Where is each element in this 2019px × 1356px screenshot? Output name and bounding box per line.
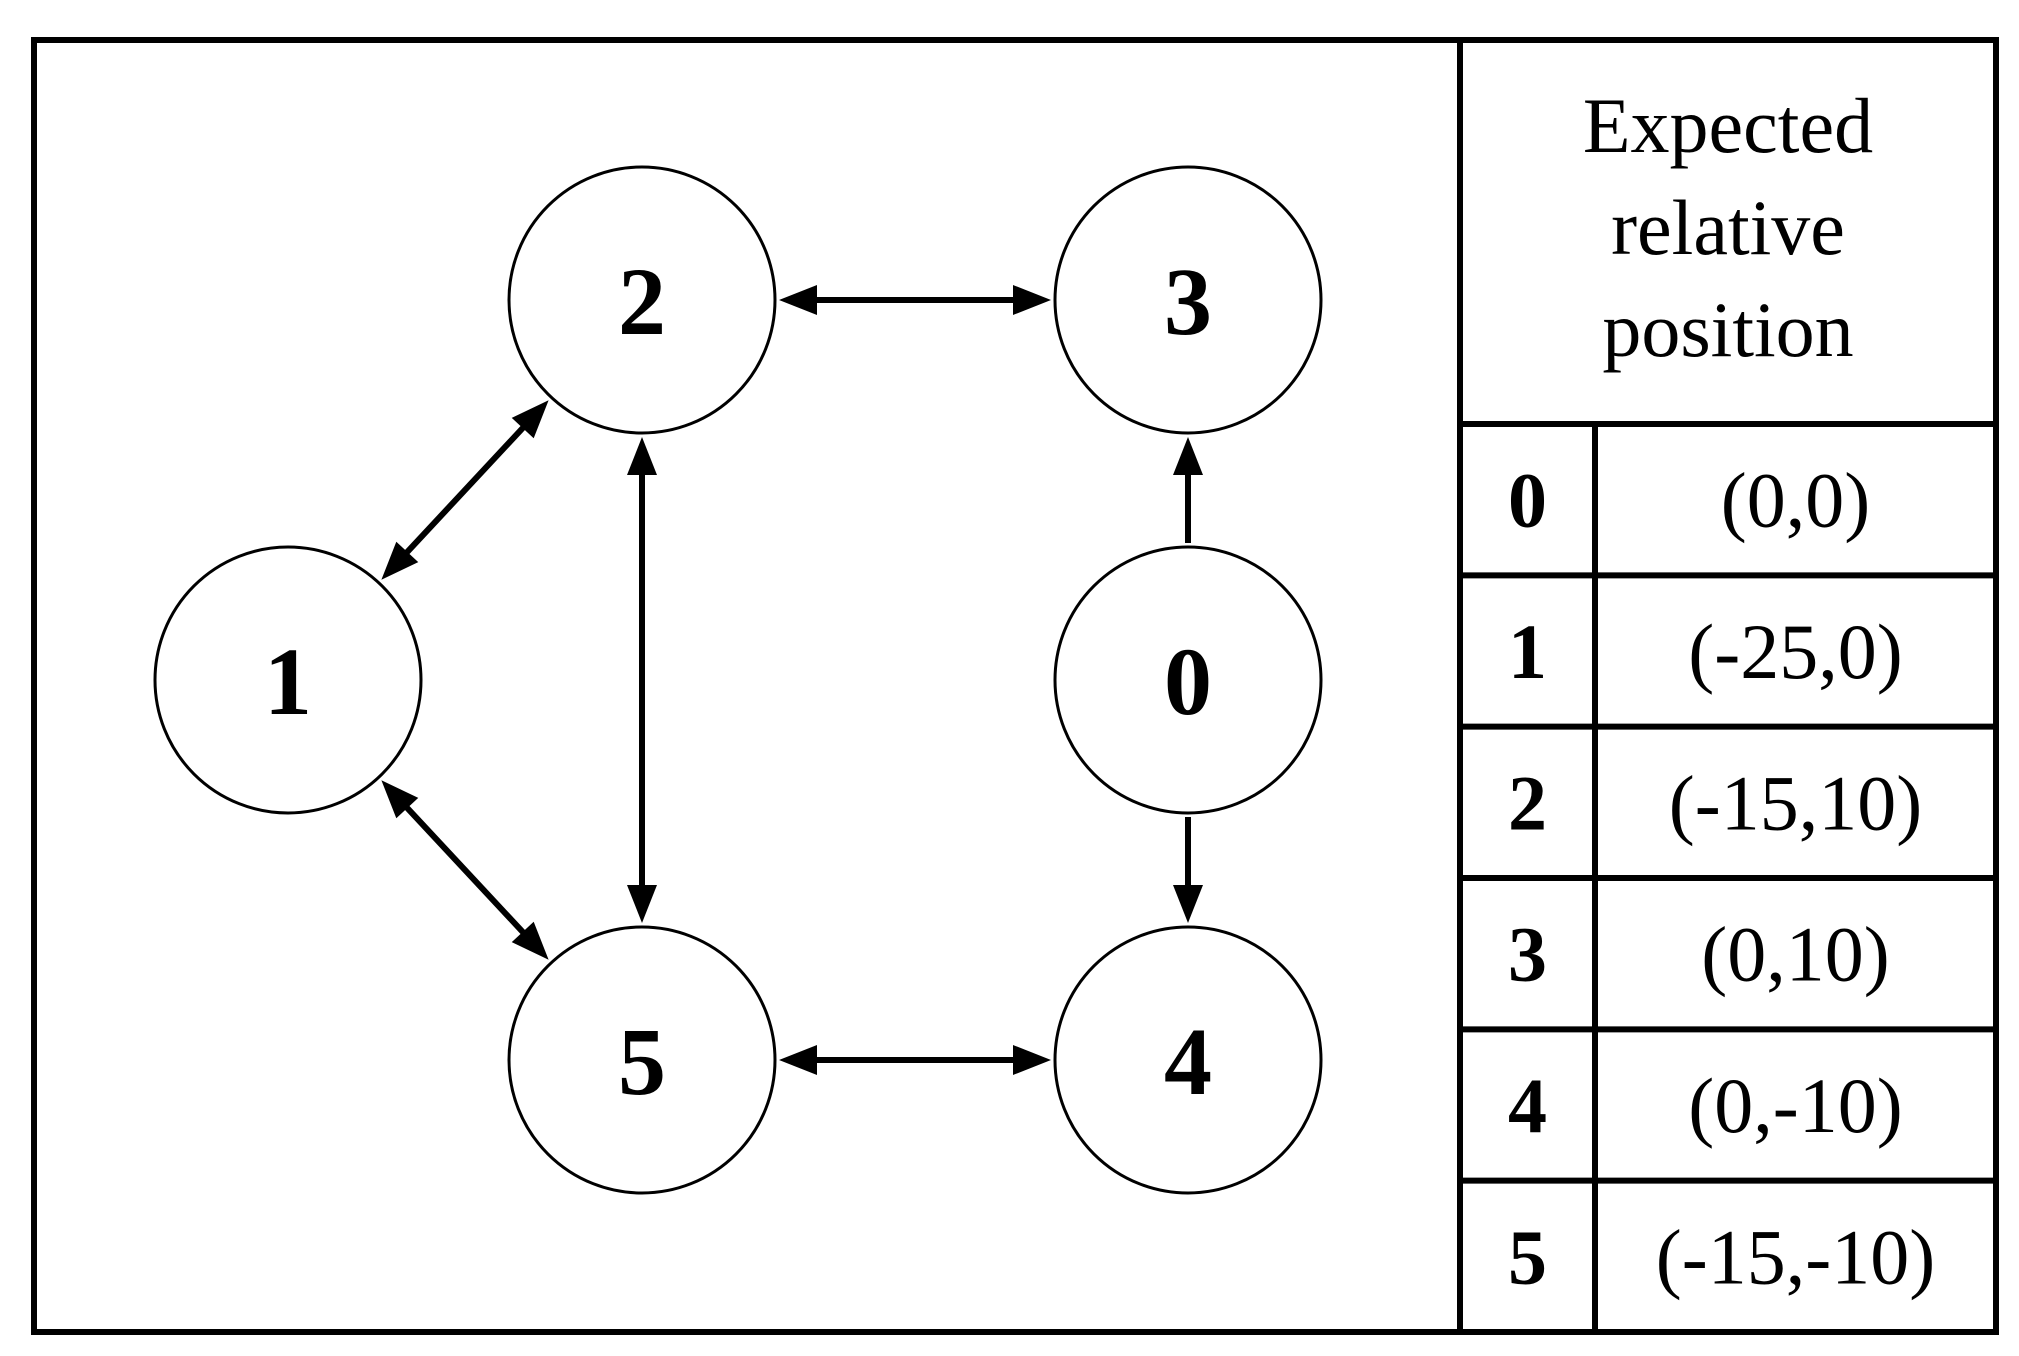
position-table: Expected relative position 0 (0,0) 1 (-25,0) 2 (… [1460,82,1996,1332]
edge-0-4 [1173,817,1203,923]
arrowhead-to-2 [511,400,549,439]
table-position-value: (-25,0) [1688,608,1902,695]
table-row: 3 (0,10) [1460,875,1996,998]
node-circle [1053,925,1323,1195]
table-position-value: (0,-10) [1688,1062,1902,1149]
table-header-line: Expected [1583,82,1873,169]
arrowhead-to-4 [1173,885,1203,923]
table-row: 5 (-15,-10) [1460,1177,1996,1300]
edge-line [399,800,531,940]
table-row: 4 (0,-10) [1460,1026,1996,1149]
node-circle [153,545,423,815]
node-label: 5 [618,1008,666,1115]
arrowhead-to-5 [779,1045,817,1075]
node-circle [1053,545,1323,815]
arrowhead-to-5 [627,885,657,923]
table-node-id: 2 [1508,759,1547,846]
arrowhead-to-2 [627,437,657,475]
node-circle [1053,165,1323,435]
table-position-value: (0,0) [1721,457,1870,544]
arrowhead-to-5 [511,921,549,960]
node-label: 1 [264,628,312,735]
table-node-id: 5 [1508,1213,1547,1300]
edges-layer [381,285,1203,1075]
table-position-value: (-15,-10) [1656,1213,1935,1300]
edge-line [399,420,531,560]
arrowhead-to-1 [381,780,419,819]
node-5: 5 [507,925,777,1195]
table-row: 0 (0,0) [1508,457,1870,544]
node-3: 3 [1053,165,1323,435]
table-node-id: 4 [1508,1062,1547,1149]
edge-2-3 [779,285,1051,315]
node-1: 1 [153,545,423,815]
node-4: 4 [1053,925,1323,1195]
edge-1-2 [381,400,549,580]
edge-2-5 [627,437,657,923]
node-circle [507,165,777,435]
table-row: 2 (-15,10) [1460,723,1996,846]
arrowhead-to-4 [1013,1045,1051,1075]
edge-5-4 [779,1045,1051,1075]
table-header-line: relative [1611,184,1845,271]
node-label: 2 [618,248,666,355]
arrowhead-to-2 [779,285,817,315]
table-node-id: 0 [1508,457,1547,544]
node-label: 3 [1164,248,1212,355]
node-label: 4 [1164,1008,1212,1115]
arrowhead-to-3 [1013,285,1051,315]
table-position-value: (-15,10) [1669,759,1922,846]
table-header-line: position [1602,286,1853,373]
arrowhead-to-1 [381,541,419,580]
edge-1-5 [381,780,549,960]
table-node-id: 1 [1508,608,1547,695]
edge-0-3 [1173,437,1203,543]
node-0: 0 [1053,545,1323,815]
table-row: 1 (-25,0) [1460,572,1996,695]
table-node-id: 3 [1508,911,1547,998]
arrowhead-to-3 [1173,437,1203,475]
nodes-layer: 0 1 2 3 4 5 [153,165,1323,1195]
node-label: 0 [1164,628,1212,735]
node-circle [507,925,777,1195]
node-2: 2 [507,165,777,435]
table-position-value: (0,10) [1701,911,1889,998]
